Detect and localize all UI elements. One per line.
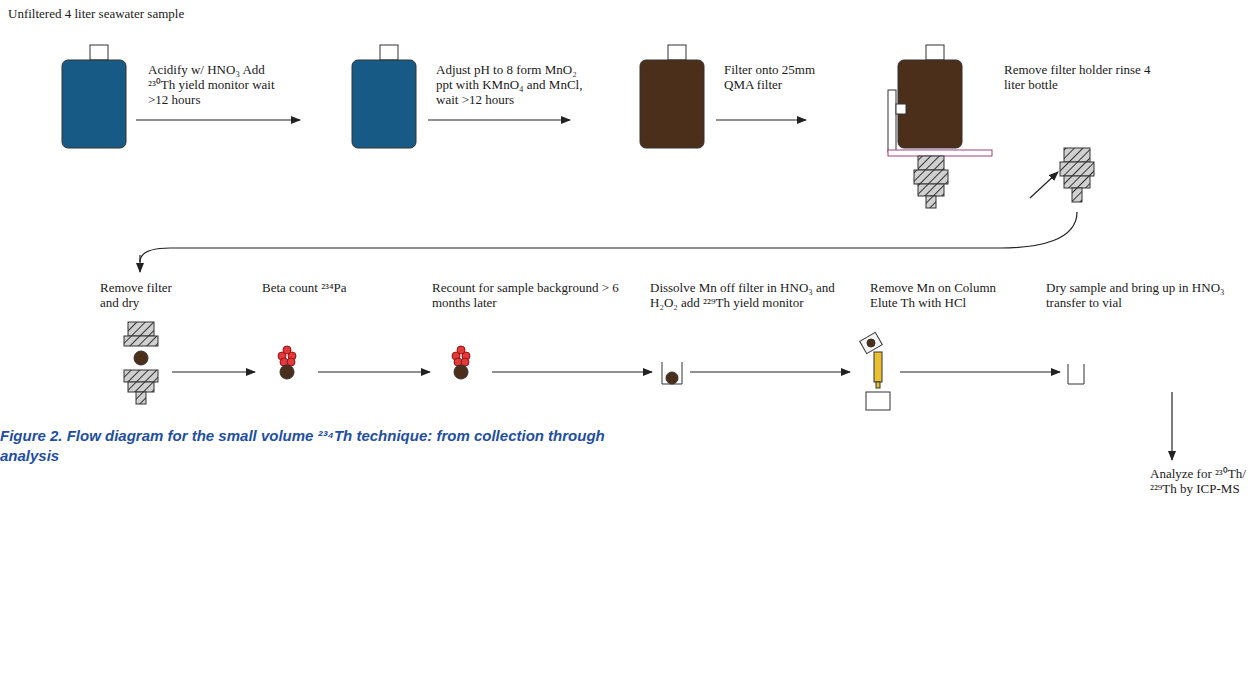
step-note: Filter onto 25mm QMA filter: [724, 62, 820, 92]
step-note: Remove filter and dry: [100, 280, 182, 310]
title-text: Unfiltered 4 liter seawater sample: [8, 6, 184, 21]
flow-arrows: [136, 120, 1172, 460]
step-note: Remove Mn on Column Elute Th with HCl: [870, 280, 1020, 310]
figure-caption: Figure 2. Flow diagram for the small vol…: [0, 426, 620, 466]
row2-items: [124, 322, 1084, 410]
step-note: Dissolve Mn off filter in HNO₃ and H₂O₂ …: [650, 280, 840, 310]
step-note: Adjust pH to 8 form MnO₂ ppt with KMnO₄ …: [436, 62, 586, 107]
step-note: Analyze for ²³⁰Th/²²⁹Th by ICP-MS: [1150, 466, 1254, 496]
bottles: [62, 45, 1094, 208]
step-note: Remove filter holder rinse 4 liter bottl…: [1004, 62, 1154, 92]
step-note: Beta count ²³⁴Pa: [262, 280, 372, 295]
step-note: Dry sample and bring up in HNO₃ transfer…: [1046, 280, 1226, 310]
step-note: Recount for sample background > 6 months…: [432, 280, 622, 310]
step-note: Acidify w/ HNO₃ Add ²³⁰Th yield monitor …: [148, 62, 288, 107]
